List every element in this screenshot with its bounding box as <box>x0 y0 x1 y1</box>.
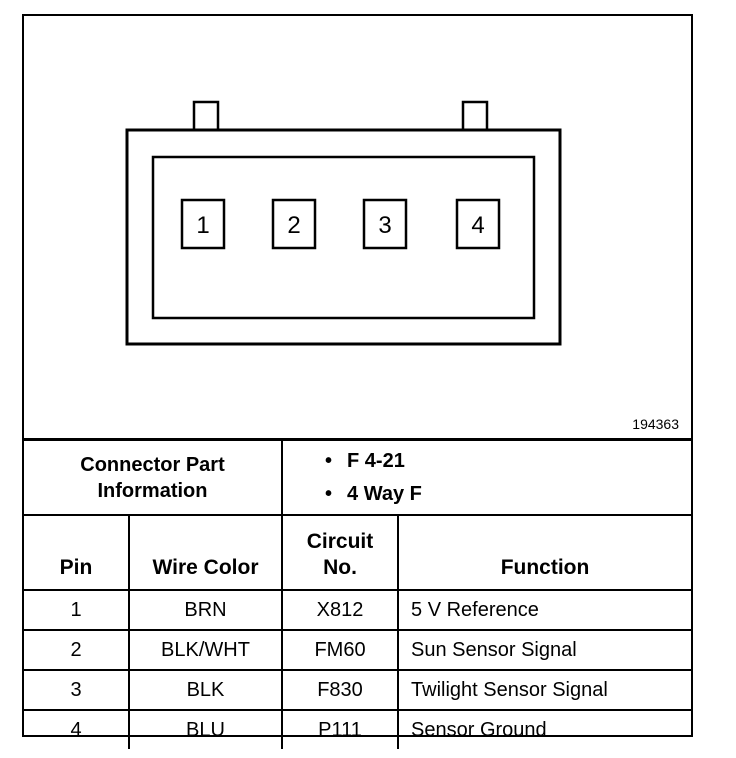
cell-wire-color: BLK <box>127 669 284 711</box>
header-function: Function <box>397 514 692 591</box>
table-row: 2 BLK/WHT FM60 Sun Sensor Signal <box>24 629 692 671</box>
cell-function: Twilight Sensor Signal <box>397 669 692 711</box>
bullet: • <box>325 482 333 505</box>
table-row: 1 BRN X812 5 V Reference <box>24 589 692 631</box>
info-value: • F 4-21 <box>325 445 691 478</box>
table-header-row: Pin Wire Color Circuit No. Function <box>24 514 692 591</box>
connector-latch-left <box>192 100 220 134</box>
pin-label: 2 <box>287 212 300 239</box>
pin-cavity-2: 2 <box>271 198 317 250</box>
cell-circuit: P111 <box>281 709 400 749</box>
info-value-text: F 4-21 <box>347 449 405 472</box>
cell-function: Sun Sensor Signal <box>397 629 692 671</box>
info-value-text: 4 Way F <box>347 482 422 505</box>
figure-id: 194363 <box>632 416 679 432</box>
cell-wire-color: BLK/WHT <box>127 629 284 671</box>
bullet: • <box>325 449 333 472</box>
cell-wire-color: BLU <box>127 709 284 749</box>
cell-pin: 2 <box>24 629 130 671</box>
diagram-frame: 1 2 3 4 194363 Connector Part Informatio… <box>22 14 693 749</box>
pin-label: 3 <box>378 212 391 239</box>
header-circuit-no: Circuit No. <box>281 514 400 591</box>
cell-circuit: X812 <box>281 589 400 631</box>
pin-cavity-1: 1 <box>180 198 226 250</box>
pin-cavity-4: 4 <box>455 198 501 250</box>
connector-info-values: • F 4-21 • 4 Way F <box>281 438 692 516</box>
pin-label: 1 <box>196 212 209 239</box>
table-row: 3 BLK F830 Twilight Sensor Signal <box>24 669 692 711</box>
pin-label: 4 <box>471 212 484 239</box>
cell-wire-color: BRN <box>127 589 284 631</box>
connector-info-row: Connector Part Information • F 4-21 • 4 Wa… <box>24 438 692 516</box>
connector-table: Connector Part Information • F 4-21 • 4 Wa… <box>24 438 692 749</box>
header-wire-color: Wire Color <box>127 514 284 591</box>
connector-info-label: Connector Part Information <box>24 438 284 516</box>
cell-pin: 4 <box>24 709 130 749</box>
cell-pin: 3 <box>24 669 130 711</box>
header-circuit-no-text: Circuit No. <box>306 530 374 579</box>
cell-circuit: F830 <box>281 669 400 711</box>
header-pin: Pin <box>24 514 130 591</box>
cell-pin: 1 <box>24 589 130 631</box>
info-value: • 4 Way F <box>325 478 691 511</box>
cell-circuit: FM60 <box>281 629 400 671</box>
cell-function: 5 V Reference <box>397 589 692 631</box>
pin-cavity-3: 3 <box>362 198 408 250</box>
table-row: 4 BLU P111 Sensor Ground <box>24 709 692 749</box>
connector-latch-right <box>461 100 489 134</box>
connector-drawing: 1 2 3 4 <box>125 100 562 346</box>
cell-function: Sensor Ground <box>397 709 692 749</box>
